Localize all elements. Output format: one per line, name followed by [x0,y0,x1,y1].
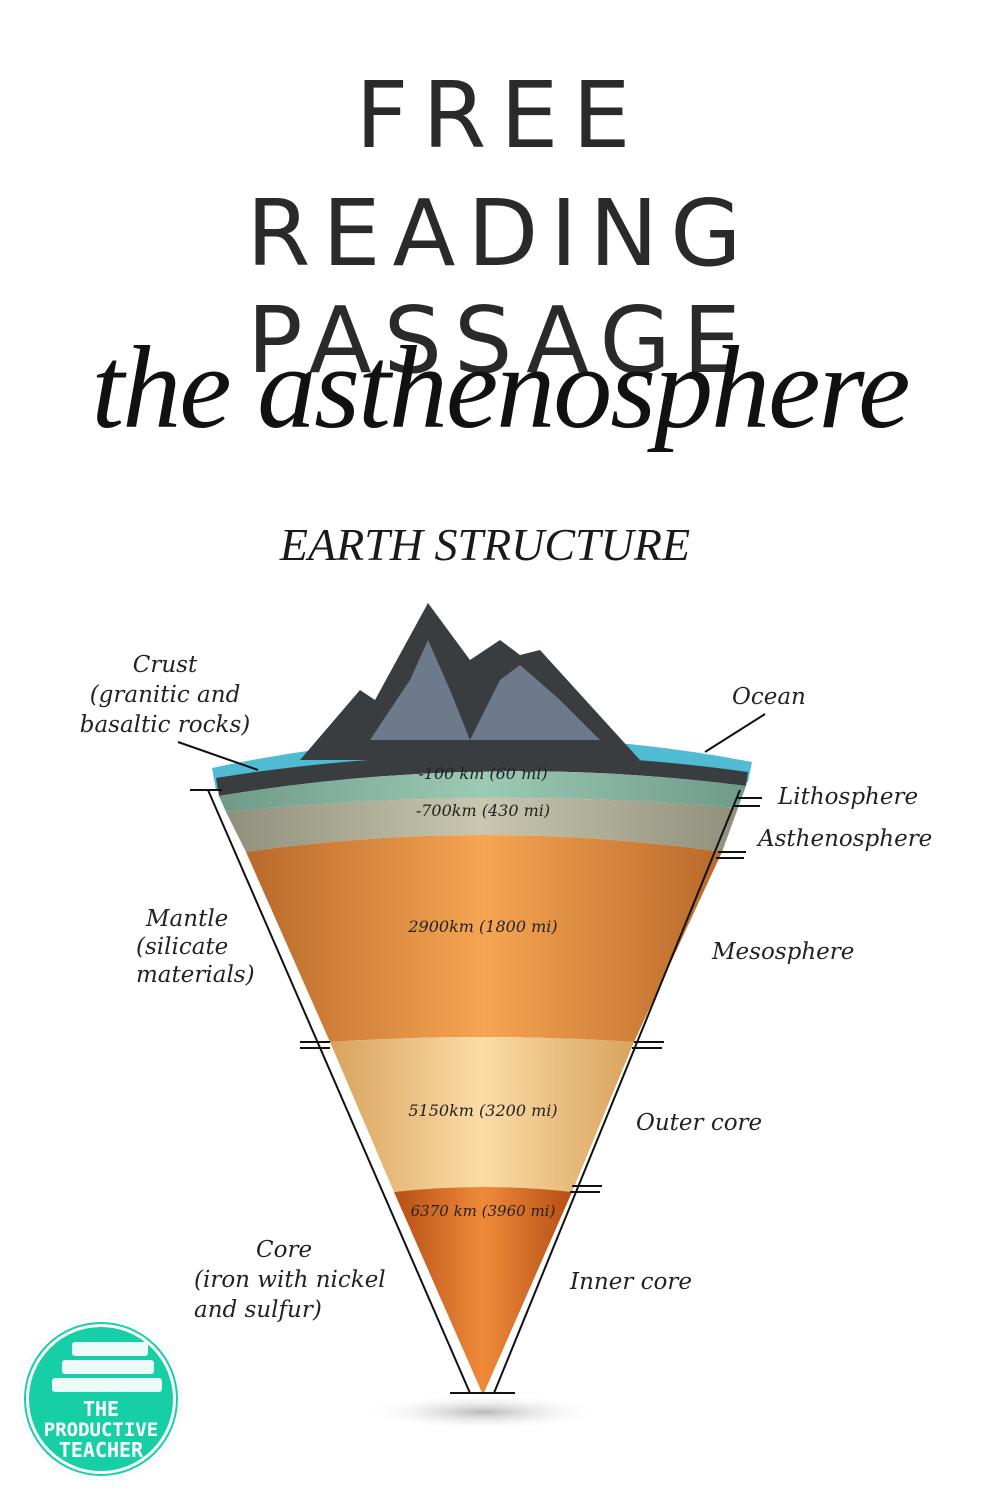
diagram-title: EARTH STRUCTURE [279,519,691,570]
ocean-label: Ocean [732,684,806,710]
book-icon [52,1378,162,1392]
outer-core-layer [330,1037,634,1192]
title-reading-passage: READING PASSAGE [246,180,754,394]
subtitle-topic: the asthenosphere [91,322,911,453]
productive-teacher-logo: THE PRODUCTIVE TEACHER [20,1318,182,1480]
asthenosphere-depth: -700km (430 mi) [415,801,551,820]
inner-core-label: Inner core [570,1269,692,1295]
outer-core-label: Outer core [636,1110,763,1136]
core-label: Core (iron with nickel and sulfur) [194,1235,386,1325]
logo-text-the: THE [82,1397,120,1421]
book-icon [62,1360,154,1374]
core-title: Core [256,1237,313,1263]
mesosphere-depth: 2900km (1800 mi) [408,917,558,936]
outer-core-depth: 5150km (3200 mi) [408,1101,558,1120]
lithosphere-label: Lithosphere [778,784,919,810]
core-desc-1: (iron with nickel [194,1267,386,1293]
mesosphere-label: Mesosphere [712,939,855,965]
asthenosphere-label: Asthenosphere [758,826,933,852]
logo-text-teacher: TEACHER [58,1438,144,1462]
crust-desc-1: (granitic and [89,682,241,708]
asthenosphere-layer [226,797,738,852]
crust-layer [216,754,748,796]
mantle-desc-1: (silicate [136,934,229,960]
inner-core-layer [394,1187,572,1395]
mantle-label: Mantle (silicate materials) [136,905,255,989]
core-desc-2: and sulfur) [194,1297,322,1323]
title-free: FREE [355,62,645,169]
crust-desc-2: basaltic rocks) [79,712,251,738]
mesosphere-layer [246,835,722,1042]
mantle-title: Mantle [146,906,229,932]
book-icon [72,1342,148,1356]
cone-shadow [363,1394,603,1430]
lithosphere-depth: -100 km (60 mi) [418,764,548,783]
lithosphere-layer [219,771,746,812]
crust-title: Crust [132,652,198,678]
mountain-icon [300,603,640,760]
inner-core-depth: 6370 km (3960 mi) [410,1202,556,1220]
crust-label: Crust (granitic and basaltic rocks) [70,650,260,740]
logo-text-productive: PRODUCTIVE [43,1419,159,1441]
mantle-desc-2: materials) [136,962,255,988]
bracket-lines [177,713,766,1394]
